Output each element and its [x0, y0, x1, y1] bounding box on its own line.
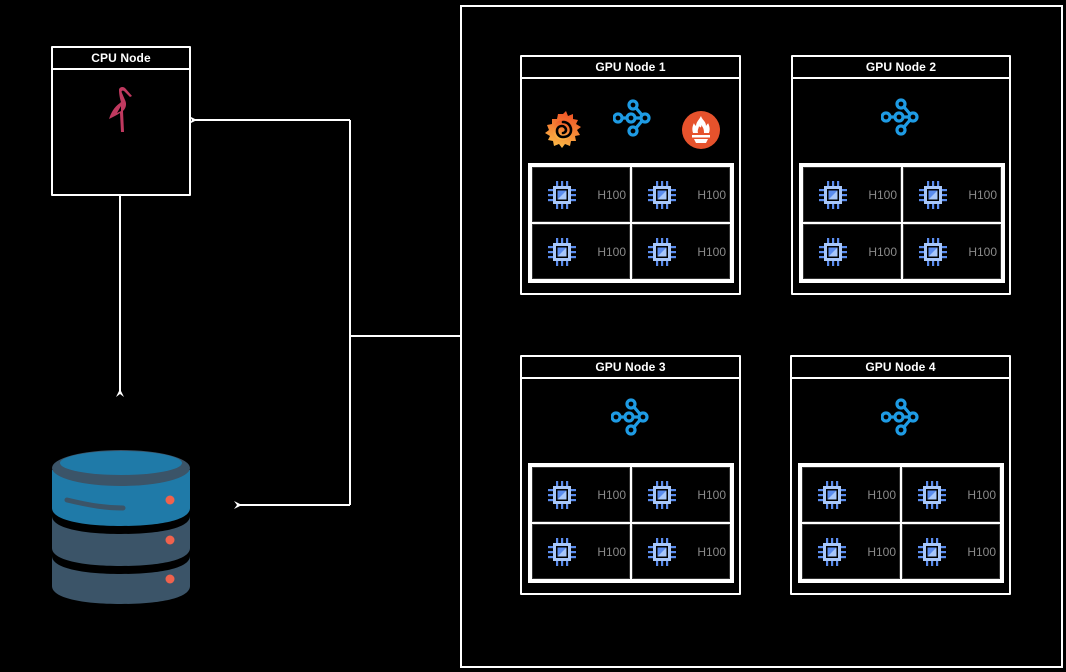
service-icons — [792, 381, 1009, 461]
gpu-grid: H100 H100 H100 H100 — [798, 463, 1004, 583]
gpu-cluster — [460, 5, 1063, 668]
grafana-icon — [542, 109, 584, 151]
gpu-node-4[interactable]: GPU Node 4 H100 H100 — [790, 355, 1011, 595]
cpu-chip-icon — [547, 537, 577, 567]
gpu-model-label: H100 — [967, 544, 996, 559]
gpu-model-label: H100 — [967, 487, 996, 502]
gpu-card[interactable]: H100 — [532, 524, 630, 579]
pipeline-icon — [609, 397, 651, 437]
cpu-chip-icon — [917, 537, 947, 567]
gpu-node-title: GPU Node 3 — [522, 357, 739, 379]
gpu-model-label: H100 — [867, 544, 896, 559]
gpu-card[interactable]: H100 — [803, 167, 901, 222]
storage-database[interactable] — [52, 436, 190, 606]
gpu-model-label: H100 — [597, 244, 626, 259]
gpu-model-label: H100 — [597, 187, 626, 202]
cpu-chip-icon — [817, 480, 847, 510]
gpu-node-title: GPU Node 4 — [792, 357, 1009, 379]
gpu-model-label: H100 — [597, 544, 626, 559]
gpu-card[interactable]: H100 — [803, 224, 901, 279]
gpu-card[interactable]: H100 — [802, 467, 900, 522]
database-icon — [52, 436, 190, 606]
cpu-node-title: CPU Node — [53, 48, 189, 70]
cpu-chip-icon — [917, 480, 947, 510]
gpu-card[interactable]: H100 — [903, 167, 1001, 222]
gpu-model-label: H100 — [868, 244, 897, 259]
pipeline-icon — [880, 97, 921, 137]
gpu-node-1[interactable]: GPU Node 1 — [520, 55, 741, 295]
pipeline-icon — [611, 98, 653, 138]
cpu-chip-icon — [818, 237, 848, 267]
cpu-chip-icon — [818, 180, 848, 210]
gpu-card[interactable]: H100 — [802, 524, 900, 579]
cpu-chip-icon — [547, 480, 577, 510]
gpu-model-label: H100 — [697, 187, 726, 202]
gpu-card[interactable]: H100 — [532, 167, 630, 222]
gpu-card[interactable]: H100 — [532, 224, 630, 279]
gpu-card[interactable]: H100 — [632, 224, 730, 279]
prometheus-icon — [681, 110, 721, 150]
gpu-node-title: GPU Node 1 — [522, 57, 739, 79]
cpu-chip-icon — [647, 480, 677, 510]
gpu-model-label: H100 — [697, 244, 726, 259]
gpu-card[interactable]: H100 — [902, 524, 1000, 579]
gpu-model-label: H100 — [697, 487, 726, 502]
gpu-grid: H100 H100 H100 H100 — [528, 463, 734, 583]
cpu-chip-icon — [647, 180, 677, 210]
cpu-chip-icon — [647, 237, 677, 267]
gpu-card[interactable]: H100 — [532, 467, 630, 522]
service-icons — [793, 81, 1009, 161]
cpu-chip-icon — [547, 237, 577, 267]
cpu-chip-icon — [817, 537, 847, 567]
cpu-chip-icon — [647, 537, 677, 567]
gpu-card[interactable]: H100 — [632, 467, 730, 522]
gpu-grid: H100 H100 H100 H100 — [528, 163, 734, 283]
gpu-model-label: H100 — [867, 487, 896, 502]
gpu-node-title: GPU Node 2 — [793, 57, 1009, 79]
cpu-chip-icon — [918, 237, 948, 267]
gpu-card[interactable]: H100 — [632, 524, 730, 579]
gpu-card[interactable]: H100 — [632, 167, 730, 222]
flamingo-icon — [105, 86, 139, 136]
service-icons — [522, 381, 739, 461]
gpu-card[interactable]: H100 — [903, 224, 1001, 279]
gpu-model-label: H100 — [597, 487, 626, 502]
gpu-node-3[interactable]: GPU Node 3 H100 H100 — [520, 355, 741, 595]
pipeline-icon — [879, 397, 921, 437]
cpu-node[interactable]: CPU Node — [51, 46, 191, 196]
gpu-model-label: H100 — [968, 244, 997, 259]
gpu-model-label: H100 — [697, 544, 726, 559]
gpu-node-2[interactable]: GPU Node 2 H100 H100 — [791, 55, 1011, 295]
gpu-grid: H100 H100 H100 H100 — [799, 163, 1005, 283]
gpu-model-label: H100 — [968, 187, 997, 202]
gpu-model-label: H100 — [868, 187, 897, 202]
service-icons — [522, 81, 739, 161]
gpu-card[interactable]: H100 — [902, 467, 1000, 522]
cpu-chip-icon — [547, 180, 577, 210]
cpu-chip-icon — [918, 180, 948, 210]
